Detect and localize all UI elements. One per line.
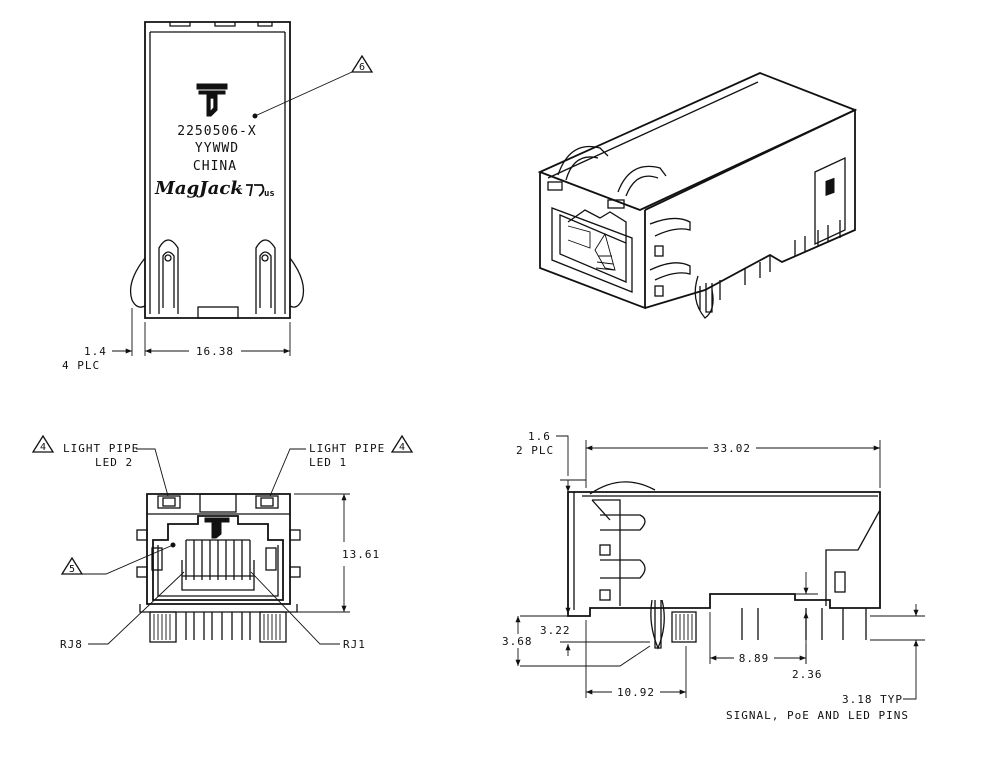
dim-side-318-note: SIGNAL, PoE AND LED PINS — [726, 709, 909, 722]
callout-5: 5 — [60, 542, 176, 575]
dim-side-368: 3.68 — [502, 635, 533, 648]
te-logo-icon-front — [204, 517, 230, 539]
dim-side-top: 1.6 — [528, 430, 551, 443]
dim-side-length: 33.02 — [713, 442, 751, 455]
dim-side-1092: 10.92 — [617, 686, 655, 699]
callout-4-right: 4 — [390, 434, 414, 453]
cert-us-text: us — [264, 189, 275, 199]
dim-side-322: 3.22 — [540, 624, 571, 637]
top-part-number: 2250506-X — [177, 124, 256, 139]
side-view: 1.6 2 PLC 33.02 3.68 3.22 8.89 2.36 10.9… — [500, 430, 925, 722]
ul-mark-icon — [246, 184, 265, 197]
dim-top-pin-note: 4 PLC — [62, 359, 100, 372]
svg-text:4: 4 — [399, 442, 405, 453]
svg-text:4: 4 — [40, 442, 46, 453]
label-rj8: RJ8 — [60, 638, 83, 651]
cert-c-text: c — [237, 186, 243, 197]
rj-contacts — [181, 539, 255, 591]
top-light-pipe-right — [255, 239, 276, 314]
dim-side-889: 8.89 — [739, 652, 770, 665]
top-light-pipe-left — [158, 239, 179, 314]
label-rj1: RJ1 — [343, 638, 366, 651]
front-lp-right-led: LED 1 — [309, 456, 347, 469]
top-view: 2250506-X YYWWD CHINA MagJack c us 6 16.… — [62, 21, 374, 372]
front-lp-left-led: LED 2 — [95, 456, 133, 469]
callout-6: 6 — [252, 54, 374, 119]
isometric-view — [537, 72, 858, 319]
dim-top-pin: 1.4 — [84, 345, 107, 358]
front-lp-left: LIGHT PIPE — [63, 442, 139, 455]
dim-front-height: 13.61 — [342, 548, 380, 561]
front-view: LIGHT PIPE LED 2 LIGHT PIPE LED 1 4 4 5 … — [31, 434, 414, 651]
dim-top-width: 16.38 — [196, 345, 234, 358]
svg-text:6: 6 — [359, 62, 365, 73]
dim-side-318: 3.18 TYP — [842, 693, 903, 706]
front-lp-right: LIGHT PIPE — [309, 442, 385, 455]
top-date-code: YYWWD — [195, 141, 239, 156]
front-pins — [149, 611, 287, 643]
callout-4-left: 4 — [31, 434, 55, 453]
te-logo-icon — [196, 83, 228, 117]
dim-side-top-note: 2 PLC — [516, 444, 554, 457]
brand-text: MagJack — [154, 178, 243, 199]
svg-text:5: 5 — [69, 564, 75, 575]
dim-side-236: 2.36 — [792, 668, 823, 681]
top-country: CHINA — [193, 159, 237, 174]
